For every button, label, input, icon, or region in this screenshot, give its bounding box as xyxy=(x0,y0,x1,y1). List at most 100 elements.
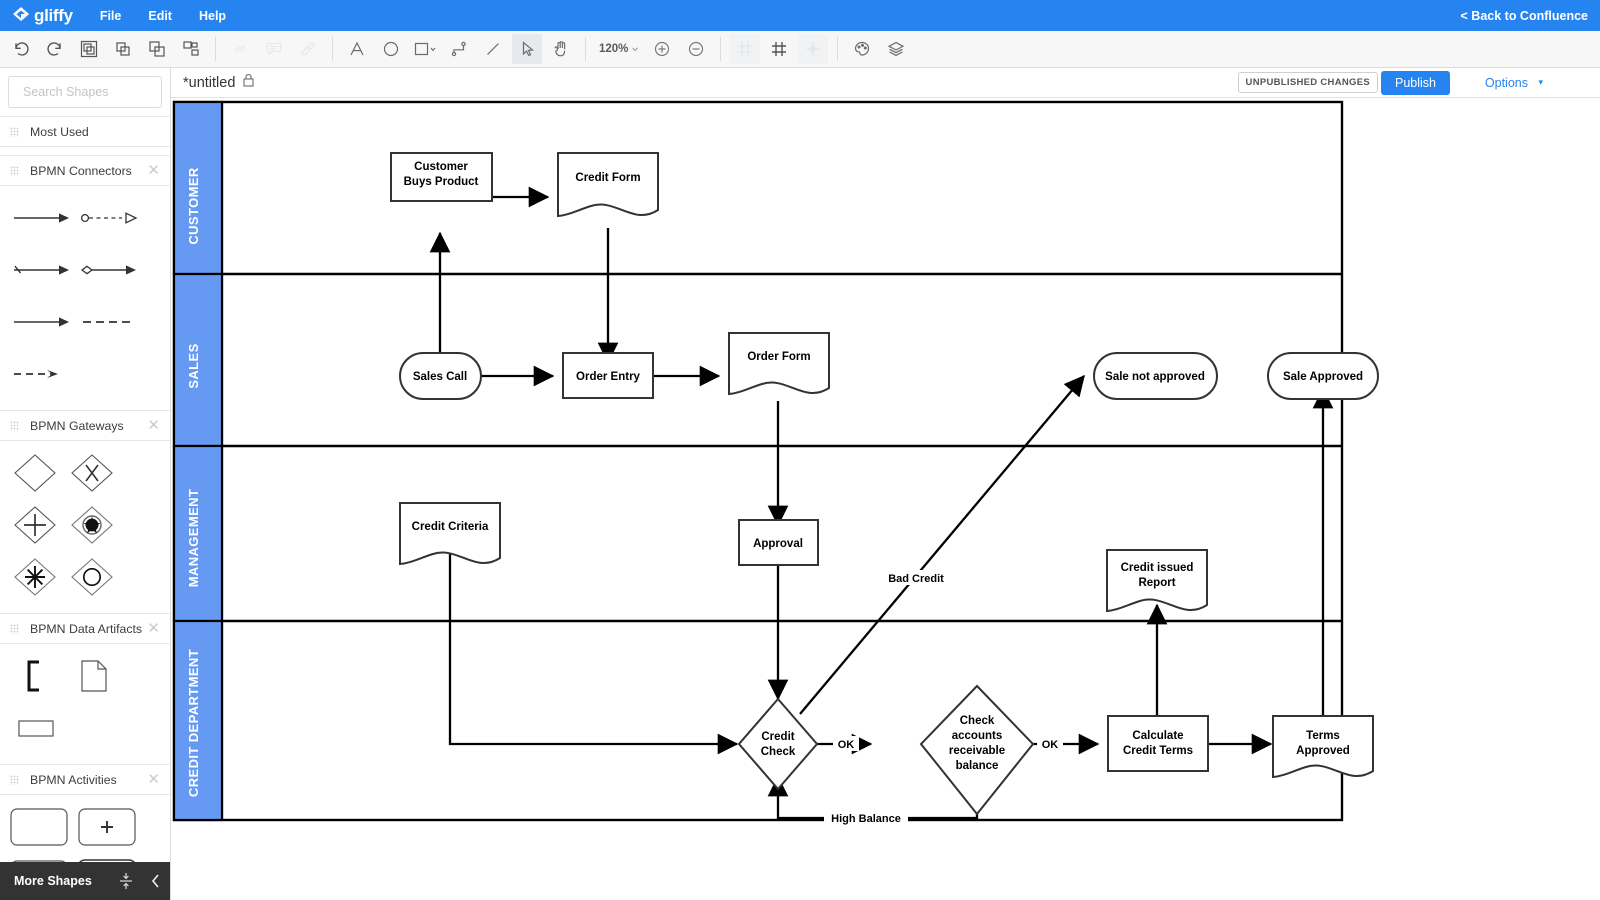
back-to-confluence-link[interactable]: < Back to Confluence xyxy=(1460,8,1588,23)
link-icon[interactable] xyxy=(225,34,255,64)
menu-edit[interactable]: Edit xyxy=(148,8,172,23)
undo-icon[interactable] xyxy=(6,34,36,64)
bpmn-swimlane-diagram[interactable]: CUSTOMER SALES MANAGEMENT CREDIT DEPARTM… xyxy=(171,98,1600,900)
zoom-out-icon[interactable] xyxy=(681,34,711,64)
snap-icon[interactable] xyxy=(798,34,829,64)
lane-header-sales[interactable]: SALES xyxy=(172,272,224,448)
section-title: BPMN Activities xyxy=(30,772,117,787)
menu-file[interactable]: File xyxy=(99,8,122,23)
section-bpmn-data-artifacts[interactable]: BPMN Data Artifacts ✕ xyxy=(0,613,170,644)
eyedropper-icon[interactable] xyxy=(293,34,323,64)
more-shapes-bar[interactable]: More Shapes xyxy=(0,862,170,900)
shape-task[interactable] xyxy=(5,801,73,853)
node-terms-approved[interactable]: Terms Approved xyxy=(1272,715,1374,779)
node-order-form[interactable]: Order Form xyxy=(728,332,830,396)
shape-conditional-flow[interactable] xyxy=(76,244,144,296)
node-label: Credit xyxy=(761,731,794,743)
grid-icon[interactable] xyxy=(764,34,794,64)
lane-header-customer[interactable]: CUSTOMER xyxy=(172,100,224,276)
search-shapes-field[interactable] xyxy=(8,76,162,108)
shape-gateway-inclusive[interactable] xyxy=(63,551,120,603)
shape-gateway-parallel[interactable] xyxy=(6,499,63,551)
shape-group-bracket[interactable] xyxy=(6,650,63,702)
ellipse-icon[interactable] xyxy=(376,34,406,64)
node-label: Terms xyxy=(1306,730,1340,742)
line-icon[interactable] xyxy=(478,34,508,64)
section-title: BPMN Gateways xyxy=(30,418,124,433)
grid-lines-icon[interactable] xyxy=(730,34,761,64)
comment-icon[interactable] xyxy=(259,34,289,64)
shape-gateway-event-based[interactable] xyxy=(63,499,120,551)
page-title[interactable]: *untitled xyxy=(183,74,236,91)
node-label: Order Form xyxy=(747,351,810,363)
node-label: Report xyxy=(1138,577,1175,589)
collapse-expand-icon[interactable] xyxy=(111,872,141,890)
pointer-icon[interactable] xyxy=(512,34,542,64)
shape-gateway-exclusive-blank[interactable] xyxy=(6,447,63,499)
lock-icon[interactable] xyxy=(243,73,255,92)
node-order-entry[interactable]: Order Entry xyxy=(562,352,654,399)
shape-data-object[interactable] xyxy=(63,650,120,702)
shape-gateway-exclusive-x[interactable] xyxy=(63,447,120,499)
node-credit-criteria[interactable]: Credit Criteria xyxy=(399,502,501,566)
node-label: receivable xyxy=(949,745,1005,757)
node-credit-check[interactable]: Credit Check xyxy=(737,697,819,791)
node-sale-approved[interactable]: Sale Approved xyxy=(1267,352,1379,400)
gliffy-logo: gliffy xyxy=(10,5,73,27)
node-credit-form[interactable]: Credit Form xyxy=(557,152,659,218)
node-customer-buys-product[interactable]: Customer Buys Product xyxy=(390,152,493,202)
search-input[interactable] xyxy=(23,85,153,99)
zoom-in-icon[interactable] xyxy=(647,34,677,64)
section-bpmn-connectors[interactable]: BPMN Connectors ✕ xyxy=(0,155,170,186)
connector-icon[interactable] xyxy=(444,34,474,64)
shape-subprocess[interactable] xyxy=(73,801,141,853)
sidebar-collapse-icon[interactable] xyxy=(141,873,170,889)
menu-help[interactable]: Help xyxy=(198,8,227,23)
close-icon[interactable]: ✕ xyxy=(147,771,160,788)
publish-button[interactable]: Publish xyxy=(1381,70,1450,95)
section-bpmn-activities[interactable]: BPMN Activities ✕ xyxy=(0,764,170,795)
node-approval[interactable]: Approval xyxy=(738,519,819,566)
shape-association-arrow[interactable] xyxy=(8,296,76,348)
edge-criteria-to-creditcheck[interactable] xyxy=(448,550,739,755)
toolbar-divider xyxy=(215,37,216,61)
shape-data-store[interactable] xyxy=(6,702,63,754)
options-menu[interactable]: Options xyxy=(1484,75,1528,90)
node-label: Check xyxy=(761,746,796,758)
shape-message-flow[interactable] xyxy=(76,192,144,244)
redo-icon[interactable] xyxy=(40,34,70,64)
status-badge[interactable]: UNPUBLISHED CHANGES xyxy=(1237,72,1378,93)
edge-creditcheck-to-salenotapproved[interactable] xyxy=(799,374,1085,715)
shape-gateway-complex[interactable] xyxy=(6,551,63,603)
zoom-level-dropdown[interactable]: 120% xyxy=(593,43,645,55)
theme-icon[interactable] xyxy=(847,34,877,64)
close-icon[interactable]: ✕ xyxy=(147,162,160,179)
shape-sequence-flow[interactable] xyxy=(8,192,76,244)
node-sale-not-approved[interactable]: Sale not approved xyxy=(1093,352,1218,400)
lane-header-credit-department[interactable]: CREDIT DEPARTMENT xyxy=(172,619,224,822)
chevron-down-icon[interactable]: ▾ xyxy=(1538,77,1543,87)
node-credit-issued-report[interactable]: Credit issued Report xyxy=(1106,549,1208,613)
diagram-canvas[interactable]: CUSTOMER SALES MANAGEMENT CREDIT DEPARTM… xyxy=(171,98,1600,900)
section-most-used[interactable]: Most Used xyxy=(0,116,170,147)
align-icon[interactable] xyxy=(176,34,206,64)
node-calculate-credit-terms[interactable]: Calculate Credit Terms xyxy=(1107,715,1209,772)
close-icon[interactable]: ✕ xyxy=(147,620,160,637)
node-check-accounts-receivable-balance[interactable]: Check accounts receivable balance xyxy=(919,684,1035,816)
section-bpmn-gateways[interactable]: BPMN Gateways ✕ xyxy=(0,410,170,441)
shape-dashed-arrow[interactable] xyxy=(8,348,76,400)
send-to-back-icon[interactable] xyxy=(142,34,172,64)
drag-grip-icon xyxy=(10,420,19,431)
node-sales-call[interactable]: Sales Call xyxy=(399,352,482,400)
shape-dashed-line[interactable] xyxy=(76,296,144,348)
text-icon[interactable] xyxy=(342,34,372,64)
toolbar-divider xyxy=(720,37,722,61)
group-icon[interactable] xyxy=(74,34,104,64)
lane-header-management[interactable]: MANAGEMENT xyxy=(172,444,224,623)
rectangle-icon[interactable] xyxy=(410,34,440,64)
shape-default-flow[interactable] xyxy=(8,244,76,296)
hand-icon[interactable] xyxy=(546,34,576,64)
bring-to-front-icon[interactable] xyxy=(108,34,138,64)
layers-icon[interactable] xyxy=(881,34,911,64)
close-icon[interactable]: ✕ xyxy=(147,417,160,434)
